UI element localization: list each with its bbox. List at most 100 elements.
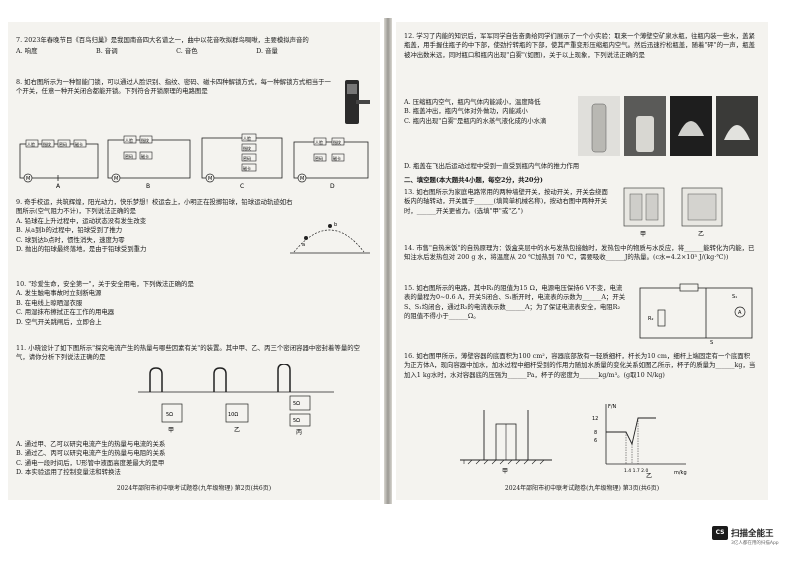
switch-label: 人脸 bbox=[27, 141, 35, 147]
q10-option-c: C. 用湿抹布擦拭正在工作的用电器 bbox=[16, 308, 115, 317]
point-label-b: b bbox=[334, 222, 337, 228]
label-ammeter: A bbox=[738, 310, 742, 316]
resistor-label: 5Ω bbox=[166, 412, 173, 418]
resistor-label: 5Ω bbox=[293, 418, 300, 424]
question-15-text: 15. 如右图所示的电路，其中R₁的阻值为15 Ω，电源电压保持6 V不变，电流… bbox=[404, 284, 626, 321]
q11-option-d: D. 本实验运用了控制变量法和转换法 bbox=[16, 468, 121, 477]
question-7-text: 7. 2023年春晚节目《百鸟归巢》是我国南音四大名谱之一，曲中以花音吹拟群鸟啁… bbox=[16, 36, 309, 44]
circuit-label-d: D bbox=[330, 183, 335, 190]
question-16: 16. 如右图甲所示，薄壁容器的底面积为100 cm²，容器底部放有一轻质细杆，… bbox=[404, 352, 756, 380]
resistor-label: 10Ω bbox=[228, 412, 238, 418]
graph-y-tick: 8 bbox=[594, 430, 597, 436]
switch-label: 密码 bbox=[59, 141, 67, 147]
q10-option-d: D. 空气开关跳闸后，立即合上 bbox=[16, 317, 102, 326]
switch-label: 指纹 bbox=[141, 137, 149, 143]
question-10: 10. "珍爱生命，安全第一"，关于安全用电，下列做法正确的是 A. 发生触电事… bbox=[16, 280, 368, 327]
q12-option-b: B. 瓶盖冲出，瓶内气体对外做功，内能减小 bbox=[404, 107, 528, 116]
question-9-text: 9. 奇手校运，共筑辉煌，阳光动力，快乐梦想！校运会上，小明正在投掷铅球，铅球运… bbox=[16, 198, 293, 216]
label-s1: S₁ bbox=[732, 294, 737, 300]
graph-y-label: F/N bbox=[608, 404, 617, 410]
q11-option-b: B. 通过乙、丙可以研究电流产生的热量与电阻的关系 bbox=[16, 449, 166, 458]
switch-label: 密码 bbox=[315, 155, 323, 161]
q7-option-c: C. 音色 bbox=[176, 47, 198, 56]
question-7: 7. 2023年春晚节目《百鸟归巢》是我国南音四大名谱之一，曲中以花音吹拟群鸟啁… bbox=[16, 36, 368, 57]
question-14-text: 14. 市售"自热米饭"的自热原理为：饭盒夹层中的水与发热包接触时，发热包中的物… bbox=[404, 244, 755, 262]
question-13: 13. 如右图所示为家庭电路常用的两种墙壁开关，按动开关，开关会绕面板内的轴转动… bbox=[404, 188, 610, 216]
circuit-label-b: B bbox=[146, 183, 150, 190]
circuit-label-a: A bbox=[56, 183, 61, 190]
scanner-app-name: 扫描全能王 bbox=[731, 529, 774, 539]
q15-circuit: R₁ S₁ A R₂ S bbox=[639, 282, 753, 346]
circuit-a: 人脸 指纹 密码 磁卡 M A bbox=[19, 139, 99, 190]
label-s: S bbox=[710, 340, 713, 346]
right-page-footer: 2024年邵阳市初中联考试题卷(九年级物理) 第3页(共6页) bbox=[504, 485, 660, 492]
switch-label: 磁卡 bbox=[243, 165, 251, 171]
section-2-heading: 二、填空题(本大题共4小题，每空2分，共20分) bbox=[404, 176, 543, 184]
ammeter bbox=[734, 306, 746, 318]
q12-option-d: D. 瓶盖在飞出后运动过程中受到一直受到瓶内气体的推力作用 bbox=[404, 162, 580, 170]
question-12: 12. 学习了内能的知识后，军军同学自告奋勇给同学们展示了一个小实验：取来一个薄… bbox=[404, 32, 756, 60]
graph-y-tick: 12 bbox=[592, 416, 598, 422]
resistor-label: 5Ω bbox=[293, 401, 300, 407]
q12-option-a: A. 压缩瓶内空气，瓶内气体内能减小，温度降低 bbox=[404, 98, 541, 106]
question-13-text: 13. 如右图所示为家庭电路常用的两种墙壁开关，按动开关，开关会绕面板内的轴转动… bbox=[404, 188, 608, 215]
scanner-watermark: CS 扫描全能王 3亿人都在用的扫描App bbox=[712, 524, 794, 550]
question-12-option-d-block: D. 瓶盖在飞出后运动过程中受到一直受到瓶内气体的推力作用 bbox=[404, 162, 756, 171]
left-page-footer: 2024年邵阳市初中联考试题卷(九年级物理) 第2页(共6页) bbox=[116, 485, 272, 492]
graph-x-label: m/kg bbox=[674, 470, 687, 476]
resistor-r2 bbox=[657, 309, 666, 327]
switch-label: 指纹 bbox=[43, 141, 51, 147]
switch-label-jia: 甲 bbox=[640, 231, 646, 238]
switch-label: 磁卡 bbox=[333, 155, 341, 161]
wall-switches: 甲 乙 bbox=[623, 187, 723, 238]
q11-option-a: A. 通过甲、乙可以研究电流产生的热量与电流的关系 bbox=[16, 440, 166, 448]
question-14: 14. 市售"自热米饭"的自热原理为：饭盒夹层中的水与发热包接触时，发热包中的物… bbox=[404, 244, 756, 263]
left-page: 7. 2023年春晚节目《百鸟归巢》是我国南音四大名谱之一，曲中以花音吹拟群鸟啁… bbox=[8, 22, 380, 500]
switch-label: 指纹 bbox=[243, 145, 251, 151]
container-label-yi: 乙 bbox=[234, 427, 240, 434]
switch-label: 磁卡 bbox=[141, 153, 149, 159]
motor-symbol: M bbox=[114, 176, 118, 182]
switch-label: 人脸 bbox=[125, 137, 133, 143]
q16-container-figure: 甲 bbox=[460, 410, 552, 475]
switch-label: 人脸 bbox=[243, 135, 251, 141]
bottle-photos bbox=[578, 96, 758, 156]
scanner-app-tagline: 3亿人都在用的扫描App bbox=[731, 541, 779, 546]
lock-handle bbox=[356, 100, 370, 104]
circuit-c: 人脸 指纹 密码 磁卡 M C bbox=[201, 133, 283, 190]
q9-option-c: C. 球到达b点时，惯性消失，速度为零 bbox=[16, 235, 125, 244]
q9-option-a: A. 铅球在上升过程中，运动状态没有发生改变 bbox=[16, 216, 147, 225]
shot-put-trajectory: a b bbox=[290, 222, 370, 254]
question-12-options: A. 压缩瓶内空气，瓶内气体内能减小，温度降低 B. 瓶盖冲出，瓶内气体对外做功… bbox=[404, 98, 572, 126]
switch-label: 密码 bbox=[125, 153, 133, 159]
circuit-b: 人脸 指纹 密码 磁卡 M B bbox=[107, 135, 191, 190]
q12-option-c: C. 瓶内出现"白雾"是瓶内的水蒸气液化成的小水滴 bbox=[404, 116, 547, 125]
q8-circuit-options: 人脸 指纹 密码 磁卡 M A 人脸 指纹 密码 磁卡 M B bbox=[19, 133, 369, 190]
q10-option-b: B. 在电线上晾晒湿衣服 bbox=[16, 298, 83, 307]
q10-option-a: A. 发生触电事故时立刻断电源 bbox=[16, 289, 102, 298]
switch-label: 人脸 bbox=[315, 139, 323, 145]
resistor-r1 bbox=[679, 283, 699, 292]
label-r1: R₁ bbox=[684, 282, 689, 283]
switch-label: 指纹 bbox=[333, 139, 341, 145]
point-label-a: a bbox=[302, 242, 305, 248]
circuit-label-c: C bbox=[240, 183, 244, 190]
force-curve bbox=[606, 417, 656, 446]
container-label-bing: 丙 bbox=[296, 429, 302, 436]
q9-option-d: D. 抛出的铅球最终落地，是由于铅球受到重力 bbox=[16, 245, 147, 254]
container-jia: 5Ω 甲 bbox=[149, 367, 183, 434]
q11-option-c: C. 通电一段时间后，U形管中液面高度差最大的是甲 bbox=[16, 458, 165, 467]
label-r2: R₂ bbox=[648, 316, 653, 322]
question-16-text: 16. 如右图甲所示，薄壁容器的底面积为100 cm²，容器底部放有一轻质细杆，… bbox=[404, 352, 756, 379]
container-label-jia: 甲 bbox=[168, 427, 174, 434]
right-page: 12. 学习了内能的知识后，军军同学自告奋勇给同学们展示了一个小实验：取来一个薄… bbox=[396, 22, 768, 500]
question-8-text: 8. 如右图所示为一种智能门锁，可以通过人脸识别、指纹、密码、磁卡四种解锁方式，… bbox=[16, 78, 331, 96]
graph-y-tick: 6 bbox=[594, 438, 597, 444]
q7-option-a: A. 响度 bbox=[16, 47, 38, 56]
question-8: 8. 如右图所示为一种智能门锁，可以通过人脸识别、指纹、密码、磁卡四种解锁方式，… bbox=[16, 78, 336, 97]
figure-label-yi: 乙 bbox=[646, 473, 652, 480]
question-11-options: A. 通过甲、乙可以研究电流产生的热量与电流的关系 B. 通过乙、丙可以研究电流… bbox=[16, 440, 368, 478]
switch-label: 磁卡 bbox=[75, 141, 83, 147]
question-10-text: 10. "珍爱生命，安全第一"，关于安全用电，下列做法正确的是 bbox=[16, 280, 194, 288]
smart-lock-image bbox=[345, 80, 370, 124]
